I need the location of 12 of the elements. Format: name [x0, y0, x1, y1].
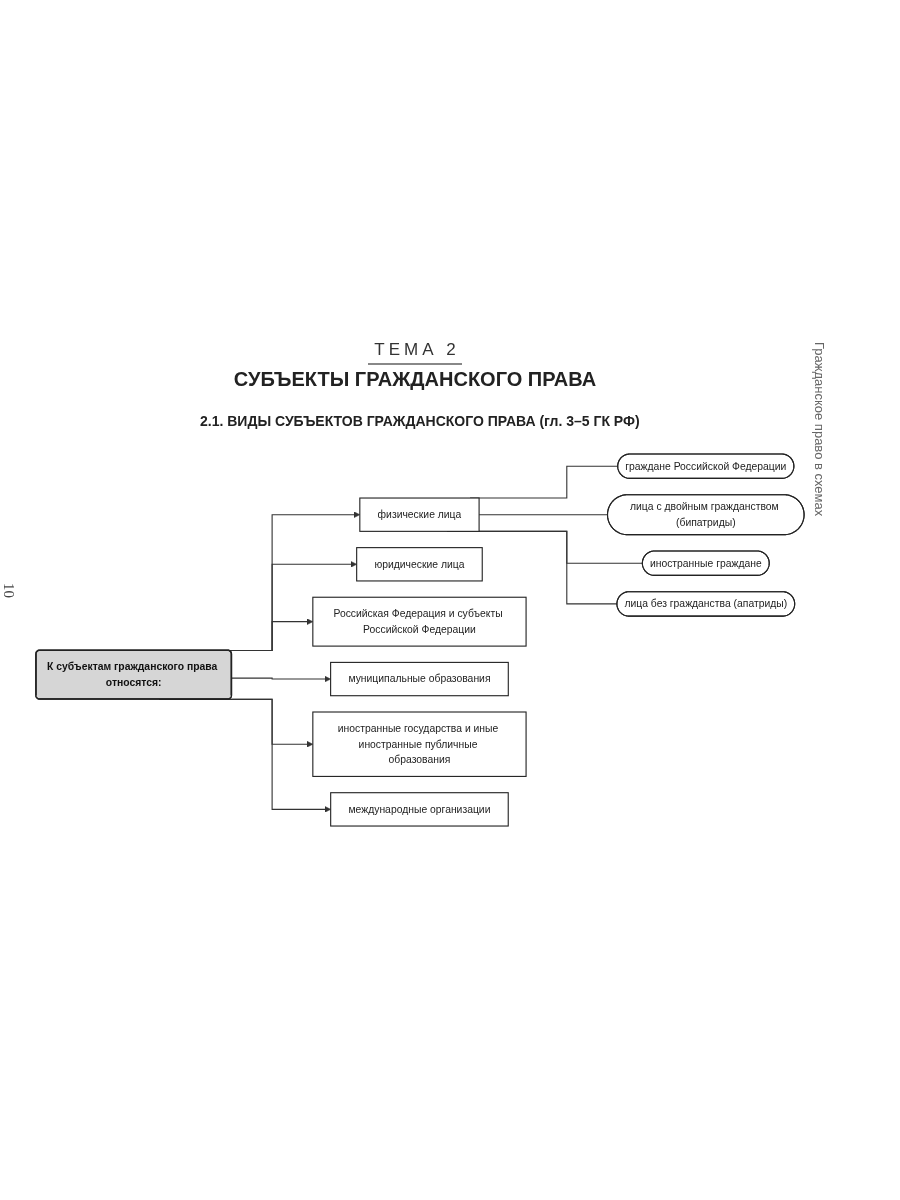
node-box: муниципальные образования [330, 661, 509, 697]
node-box: юридические лица [356, 547, 483, 582]
arrow [231, 675, 331, 683]
section-heading: 2.1. ВИДЫ СУБЪЕКТОВ ГРАЖДАНСКОГО ПРАВА (гл. 3–5 ГК РФ) [200, 413, 640, 429]
node-box: международные организации [330, 792, 509, 827]
page-title: СУБЪЕКТЫ ГРАЖДАНСКОГО ПРАВА [233, 368, 597, 390]
node-box: физические лица [359, 497, 480, 532]
node-box: Российская Федерация и субъекты Российской Федерации [312, 596, 527, 647]
node-box: иностранные государства и иные иностранные публичные образования [312, 711, 527, 777]
running-header: Гражданское право в схемах [812, 342, 827, 517]
topic-label: ТЕМА 2 [368, 340, 462, 365]
page-number: 10 [0, 583, 17, 598]
